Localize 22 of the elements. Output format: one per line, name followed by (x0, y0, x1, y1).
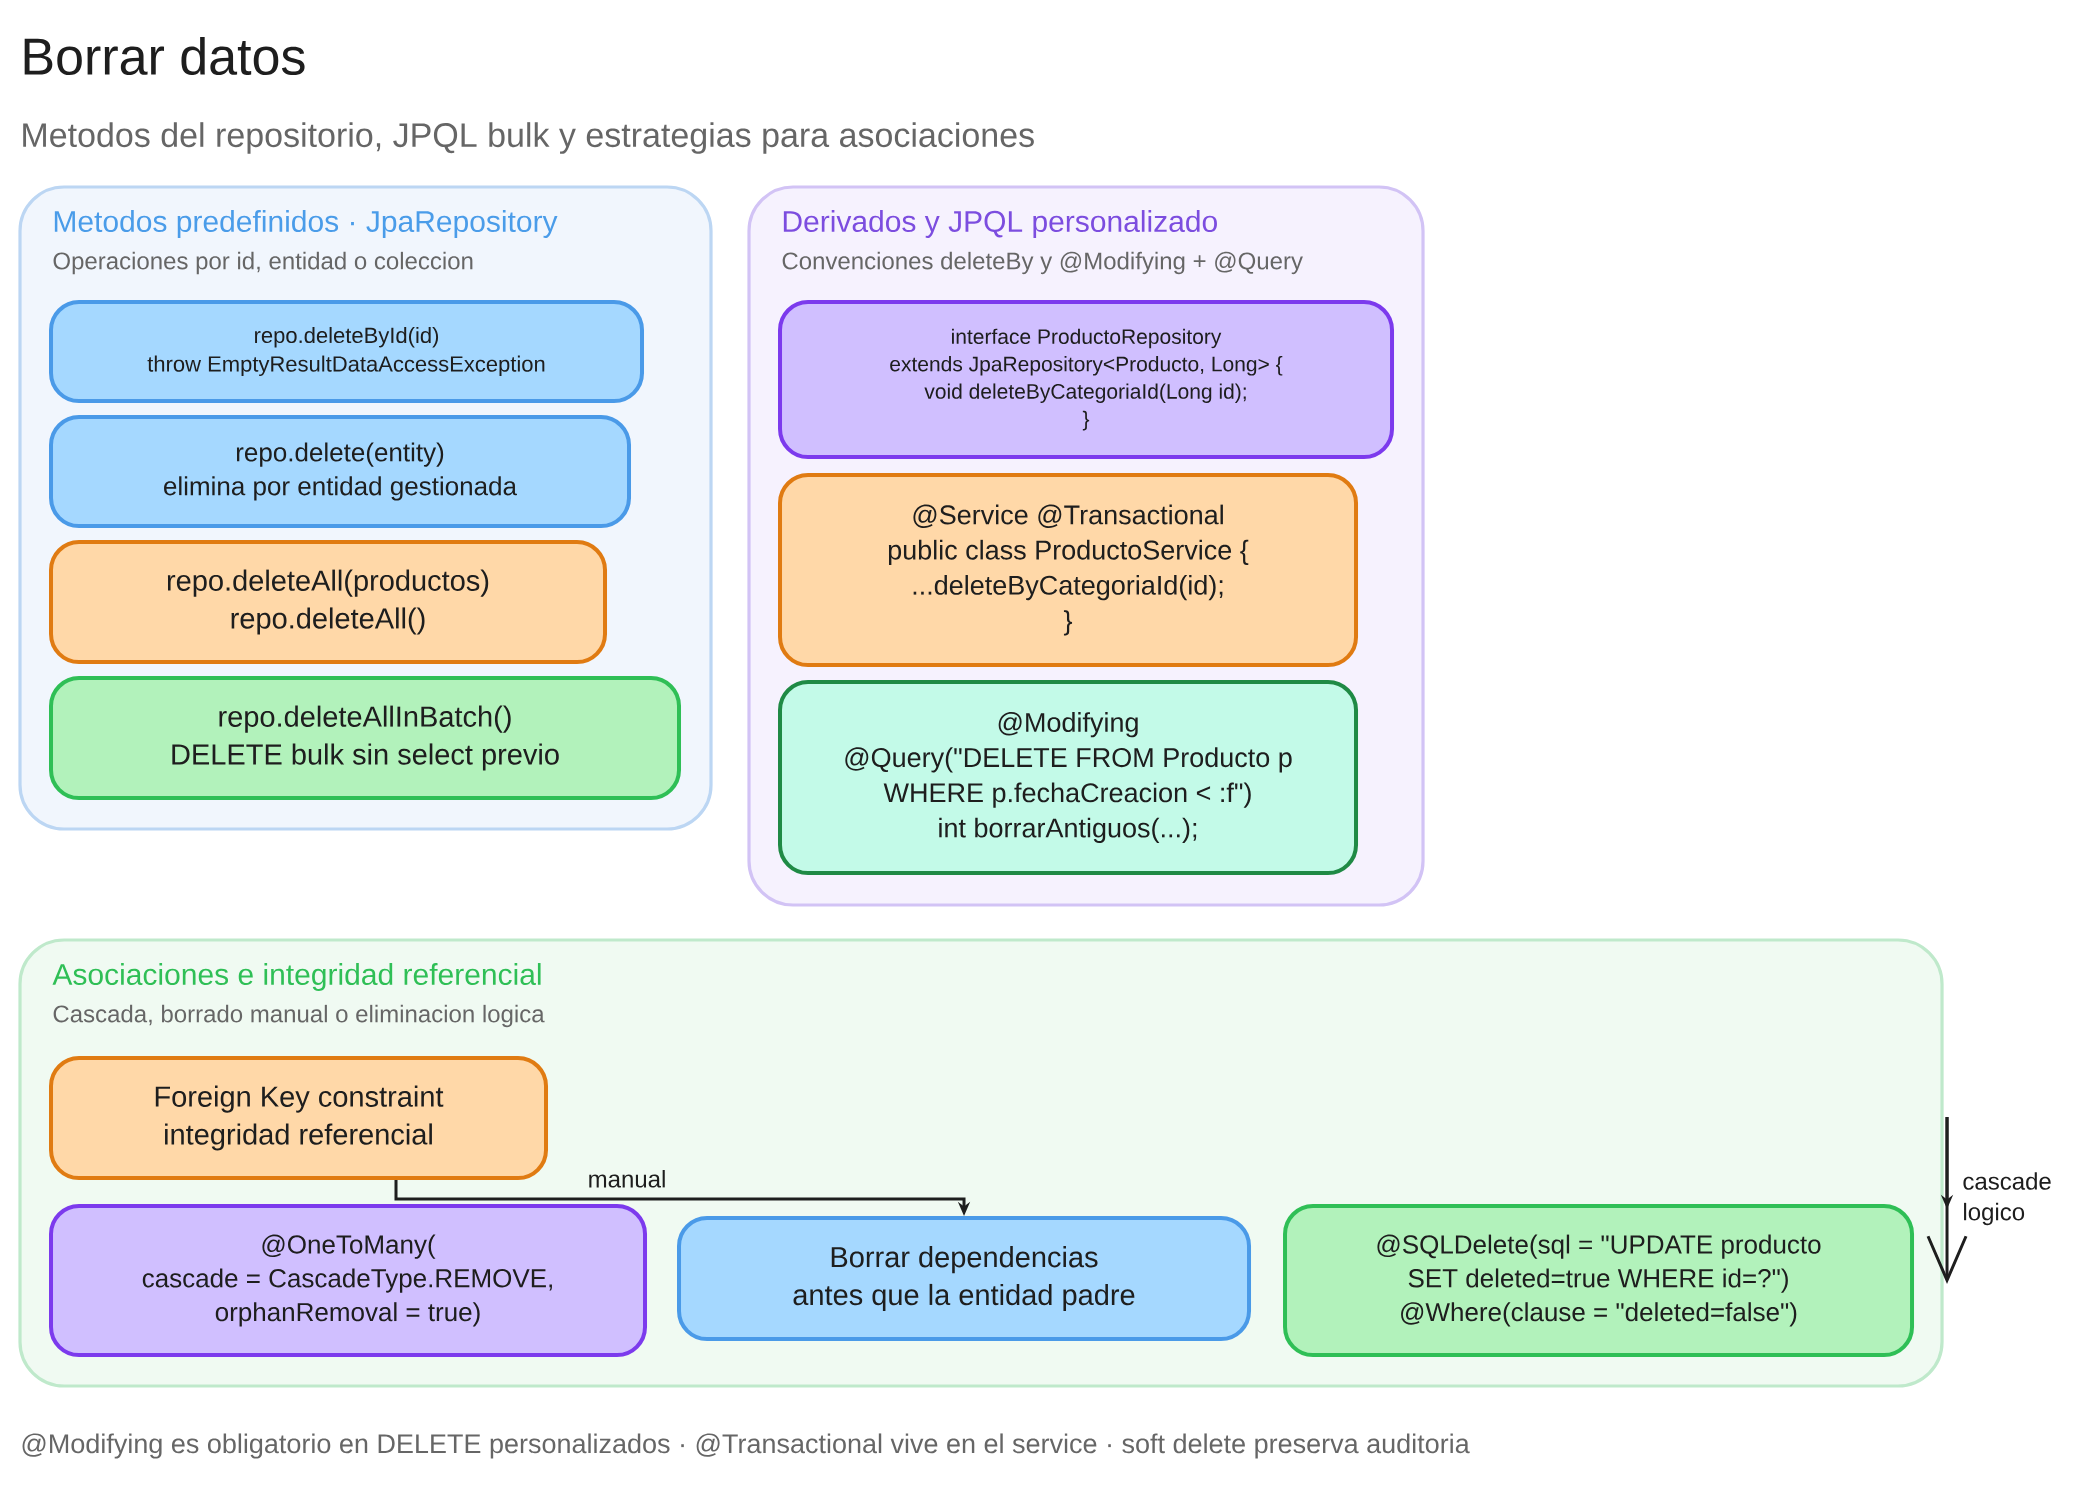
code-box: @OneToMany( cascade = CascadeType.REMOVE, orphanRemoval = true) (49, 1204, 647, 1357)
section-title: Asociaciones e integridad referencial (52, 963, 541, 991)
code-box: @Modifying @Query("DELETE FROM Producto p WHERE p.fechaCreacion < :f") int borrarAntiguos(...); (778, 680, 1358, 875)
subtitle: Metodos del repositorio, JPQL bulk y estrategias para asociaciones (23, 122, 1034, 154)
arrow-label: logico (1964, 1202, 2025, 1226)
diagram-title: Borrar datos (24, 36, 305, 76)
code-box: repo.delete(entity) elimina por entidad gestionada (49, 415, 631, 528)
section-title: Derivados y JPQL personalizado (783, 210, 1217, 238)
section-title: Metodos predefinidos · JpaRepository (54, 210, 558, 238)
section-subtitle: Cascada, borrado manual o eliminacion logica (53, 1004, 545, 1028)
section-subtitle: Operaciones por id, entidad o coleccion (53, 251, 473, 275)
code-box: @Service @Transactional public class ProductoService { ...deleteByCategoriaId(id); } (778, 473, 1358, 667)
code-box: repo.deleteById(id) throw EmptyResultDataAccessException (49, 300, 644, 403)
code-box: repo.deleteAll(productos) repo.deleteAll() (49, 540, 607, 664)
code-box: interface ProductoRepository extends JpaRepository<Producto, Long> { void deleteByCategoriaId(Long id); } (778, 300, 1394, 459)
note-box: Foreign Key constraint integridad referencial (49, 1056, 548, 1180)
section-subtitle: Convenciones deleteBy y @Modifying + @Query (782, 251, 1303, 275)
footer-note: @Modifying es obligatorio en DELETE personalizados · @Transactional vive en el service · soft delete preserva auditoria (22, 1433, 1470, 1459)
code-box: @SQLDelete(sql = "UPDATE producto SET deleted=true WHERE id=?") @Where(clause = "deleted=false") (1283, 1204, 1914, 1357)
code-box: repo.deleteAllInBatch() DELETE bulk sin select previo (49, 676, 681, 800)
note-box: Borrar dependencias antes que la entidad padre (677, 1216, 1251, 1341)
arrow-label: cascade (1963, 1172, 2051, 1190)
